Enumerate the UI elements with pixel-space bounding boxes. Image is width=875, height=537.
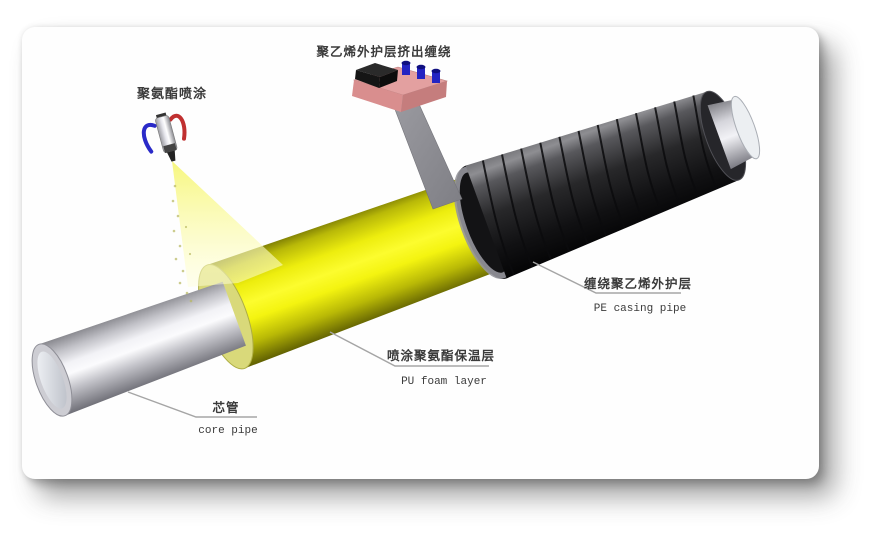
core-pipe [39,281,246,416]
pu-foam-layer [207,175,504,369]
core-pipe-stub-face [730,95,761,160]
gun-nozzle-icon [167,150,176,162]
spray-process-label: 聚氨酯喷涂 [136,86,207,102]
gun-band [163,143,177,154]
core-pipe-label-en: core pipe [198,425,257,437]
pe-casing-label-en: PE casing pipe [594,303,686,315]
spray-cone [171,161,283,303]
hose-red [168,113,187,141]
core-pipe-label-zh: 芯管 [212,400,239,415]
diagram-canvas: 聚氨酯喷涂 聚乙烯外护层挤出缠绕 缠绕聚乙烯外护层 PE casing pipe… [22,27,819,479]
extruder [352,60,449,112]
leader-core-pipe [127,391,257,418]
spray-gun [141,112,187,162]
pe-casing [465,91,740,279]
winding-lines [481,95,718,276]
extruder-black-block [355,63,398,88]
pipe-assembly [31,90,761,417]
leader-pu-foam [329,331,489,367]
extruder-front [352,80,403,112]
extrusion-process-label: 聚乙烯外护层挤出缠绕 [315,44,451,59]
hose-blue [141,122,157,154]
extruder-rollers [401,60,441,83]
pu-foam-label-en: PU foam layer [401,376,487,388]
core-pipe-stub [707,99,756,170]
extruder-side [401,81,447,112]
pu-foam-label-zh: 喷涂聚氨酯保温层 [387,348,495,363]
pe-casing-label-zh: 缠绕聚乙烯外护层 [584,276,692,291]
core-pipe-bore [37,351,67,409]
leader-pe-casing [532,261,681,294]
spray-speckles [171,184,193,303]
pipe-diagram: 聚氨酯喷涂 聚乙烯外护层挤出缠绕 缠绕聚乙烯外护层 PE casing pipe… [31,44,761,437]
leader-lines [127,261,681,418]
